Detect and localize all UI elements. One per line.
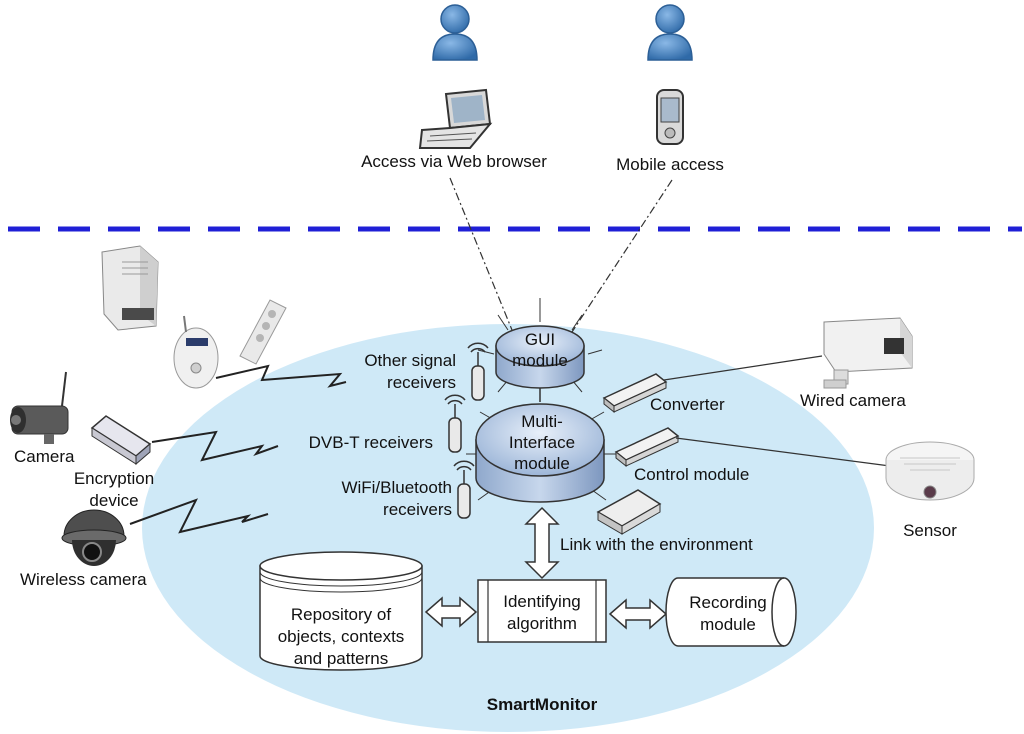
multi-module-label-2: Interface	[509, 433, 575, 452]
mobile-link-line	[571, 179, 673, 333]
laptop-icon	[418, 88, 493, 149]
antenna-icon-other	[467, 342, 489, 401]
converter-label: Converter	[650, 395, 725, 414]
control-sensor-link	[675, 437, 891, 467]
sensor-label: Sensor	[903, 521, 957, 540]
antenna-icon-wifi	[453, 460, 475, 519]
converter-device-icon	[602, 373, 668, 414]
wireless-link-encryption	[151, 430, 279, 462]
alarm-siren-icon	[101, 245, 159, 331]
control-module-label: Control module	[634, 465, 749, 484]
algorithm-label-1: Identifying	[503, 592, 581, 611]
wired-camera-label: Wired camera	[800, 391, 906, 410]
converter-wired-camera-link	[663, 355, 823, 381]
repository-cylinder	[259, 551, 423, 671]
repository-label-2: objects, contexts	[278, 627, 405, 646]
remote-fob-icon	[239, 299, 287, 365]
repository-label-3: and patterns	[294, 649, 389, 668]
camera-label: Camera	[14, 447, 75, 466]
wired-camera-icon	[823, 317, 913, 389]
gui-module-label-1: GUI	[525, 330, 555, 349]
encryption-label-1: Encryption	[74, 469, 154, 488]
antenna-icon-dvbt	[444, 394, 466, 453]
environment-link-label: Link with the environment	[560, 535, 753, 554]
repository-algorithm-arrow	[424, 596, 478, 628]
algorithm-label-2: algorithm	[507, 614, 577, 633]
web-link-line	[449, 177, 513, 331]
identifying-algorithm-box	[477, 579, 607, 643]
wireless-camera-label: Wireless camera	[20, 570, 147, 589]
web-access-label: Access via Web browser	[361, 152, 547, 171]
wireless-link-alarm	[215, 364, 347, 388]
other-receivers-label-1: Other signal	[364, 351, 456, 370]
multi-interface-module-cylinder	[475, 403, 605, 503]
recording-label-1: Recording	[689, 593, 767, 612]
wireless-dome-camera-icon	[61, 509, 127, 566]
control-module-device-icon	[614, 427, 680, 468]
dvbt-receivers-label: DVB-T receivers	[309, 433, 433, 452]
mobile-phone-icon	[656, 89, 684, 145]
repository-label-1: Repository of	[291, 605, 391, 624]
wireless-link-wireless-camera	[129, 498, 269, 534]
gui-module-label-2: module	[512, 351, 568, 370]
wifi-receivers-label-1: WiFi/Bluetooth	[341, 478, 452, 497]
gui-module-rays	[477, 298, 603, 393]
gui-module-cylinder	[495, 325, 585, 389]
system-boundary	[142, 324, 874, 732]
encryption-device-icon	[90, 415, 152, 466]
multi-module-label-1: Multi-	[521, 412, 563, 431]
wifi-receivers-label-2: receivers	[383, 500, 452, 519]
encryption-label-2: device	[89, 491, 138, 510]
mobile-access-label: Mobile access	[616, 155, 724, 174]
system-name-label: SmartMonitor	[487, 695, 598, 714]
user-icon-mobile	[647, 4, 693, 61]
smoke-sensor-icon	[885, 441, 975, 501]
environment-link-device-icon	[596, 489, 662, 535]
multi-module-label-3: module	[514, 454, 570, 473]
plug-sensor-icon	[173, 315, 219, 389]
user-icon-web	[432, 4, 478, 61]
recording-label-2: module	[700, 615, 756, 634]
multi-algorithm-arrow	[524, 506, 560, 580]
recording-module-cylinder	[665, 577, 797, 647]
other-receivers-label-2: receivers	[387, 373, 456, 392]
ip-camera-icon	[10, 371, 69, 444]
